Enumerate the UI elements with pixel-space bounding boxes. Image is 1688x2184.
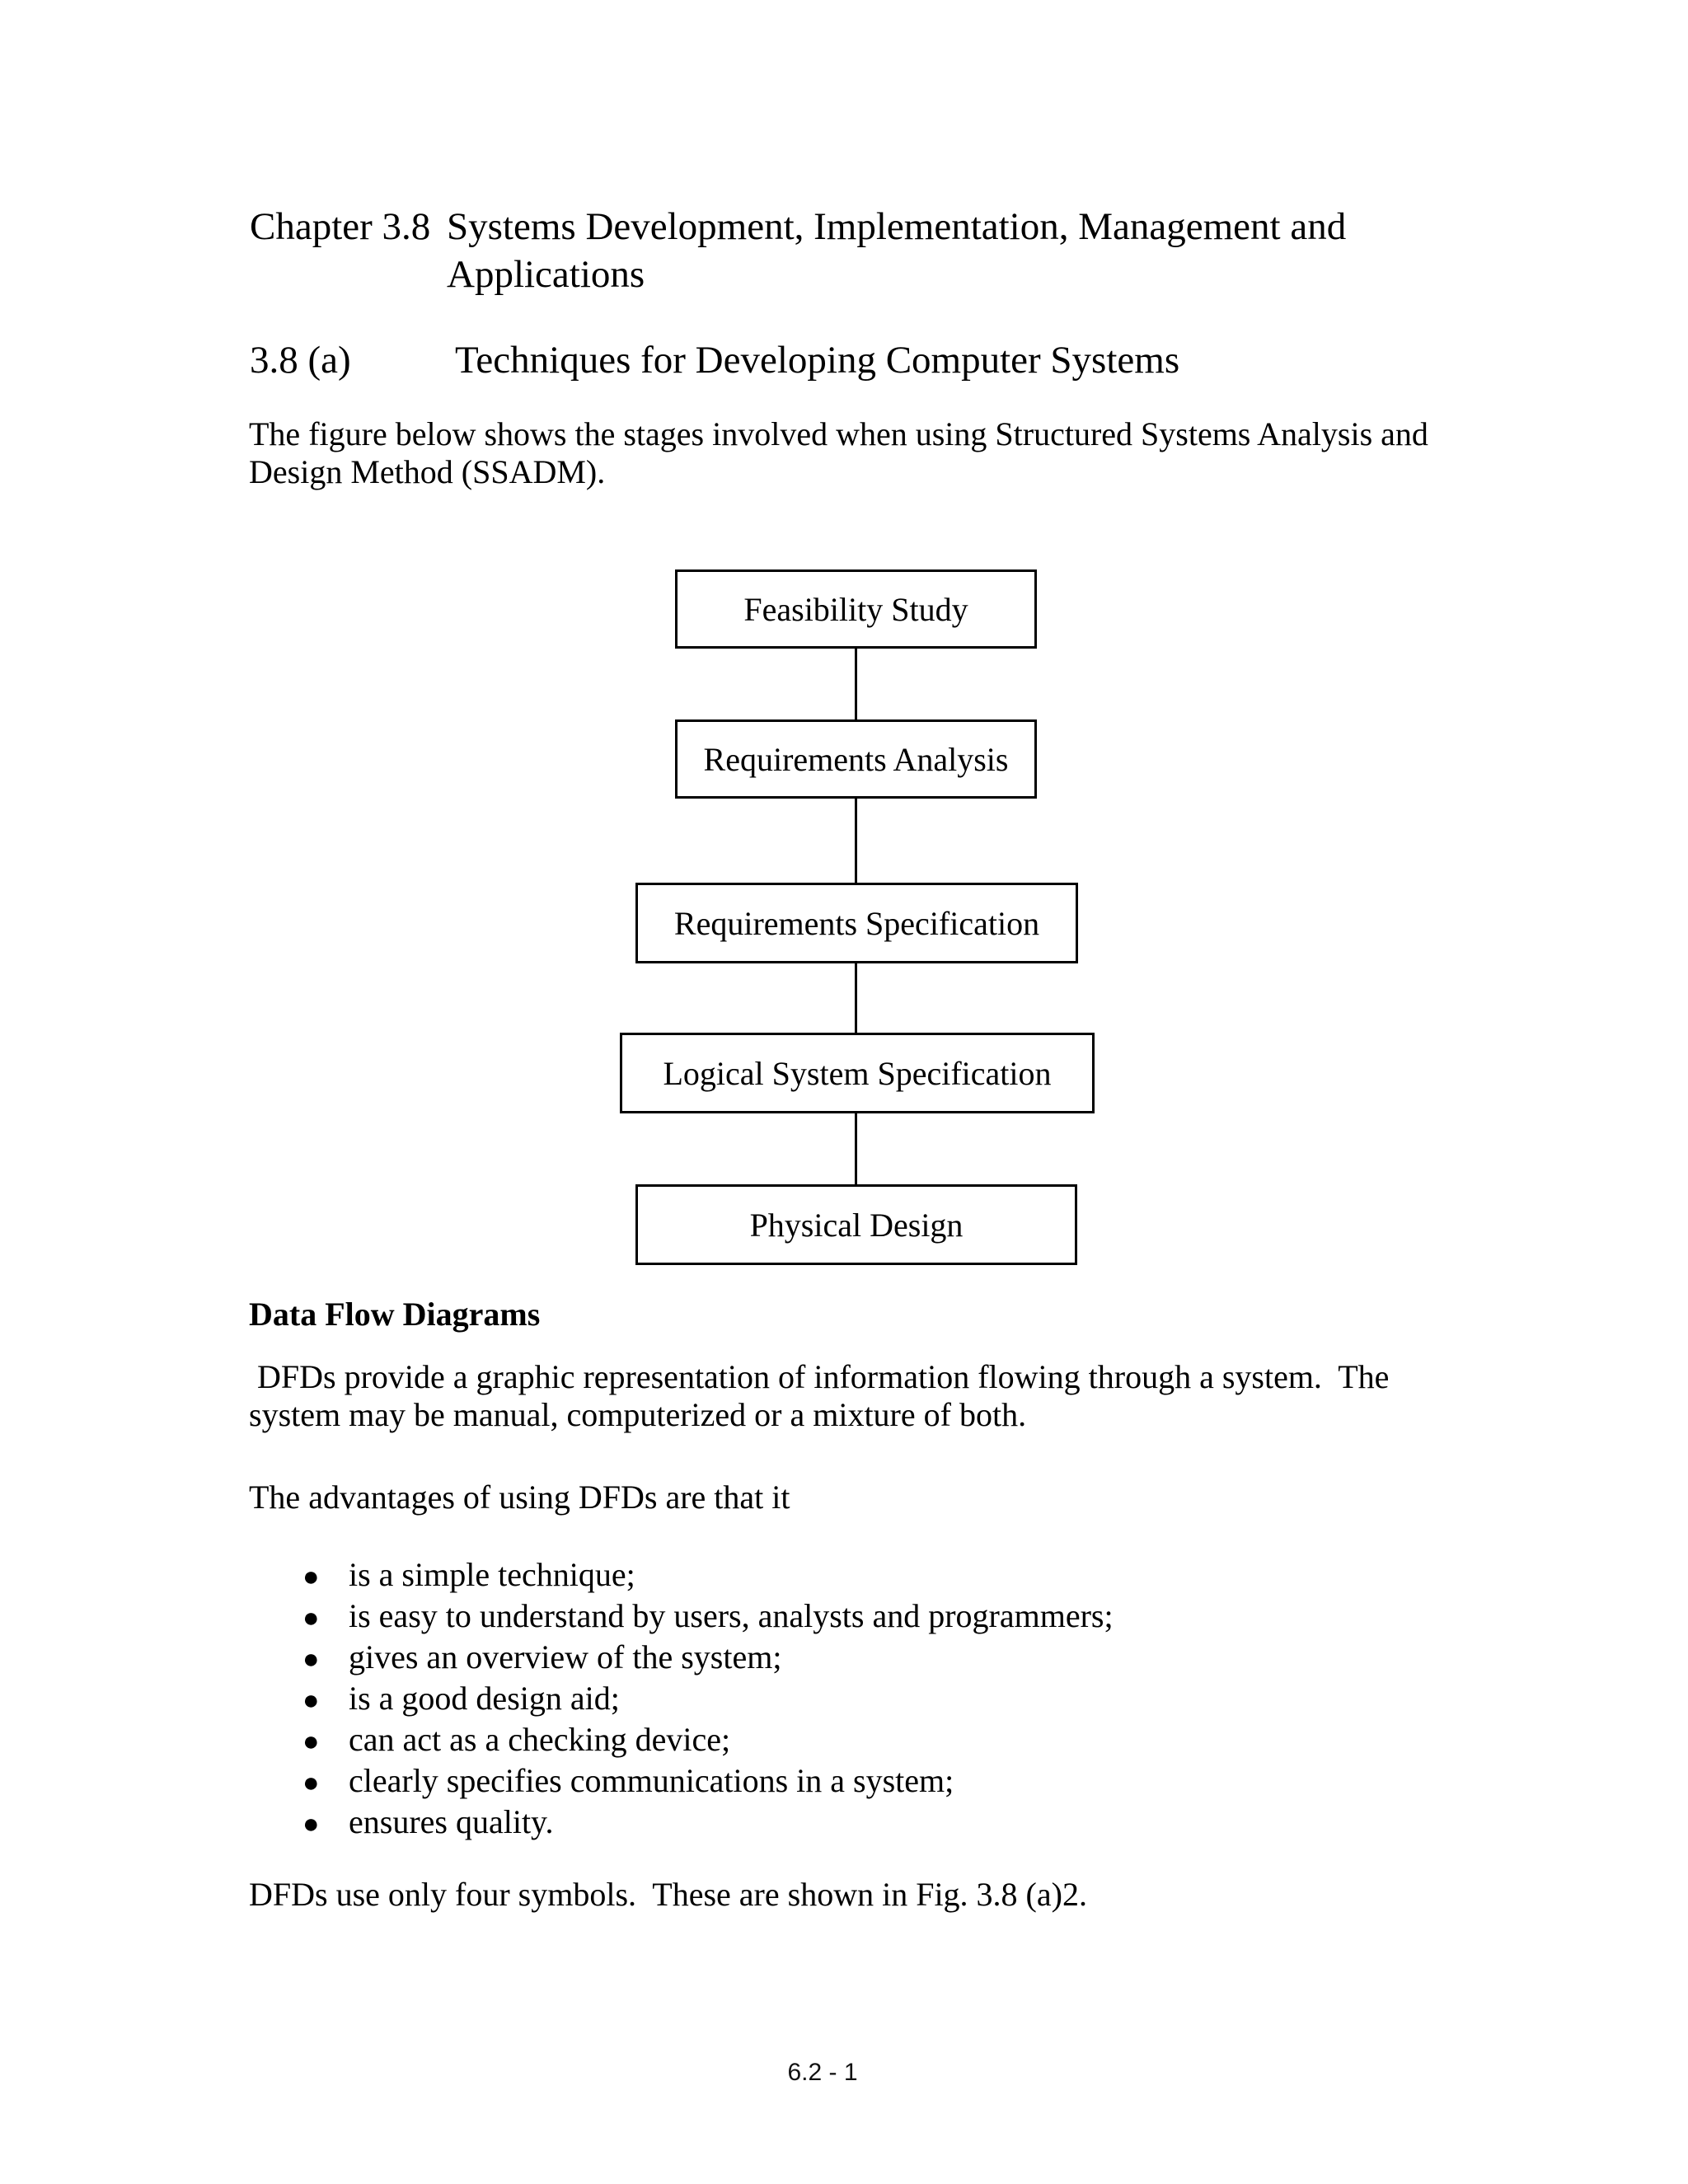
flowchart-connector-1 [855, 649, 857, 719]
list-item: ● is easy to understand by users, analys… [302, 1596, 1456, 1637]
chapter-title-line2: Applications [447, 253, 645, 296]
dfd-section-heading: Data Flow Diagrams [249, 1296, 541, 1333]
dfd-paragraph-1: DFDs provide a graphic representation of… [249, 1358, 1390, 1433]
flowchart-box-label: Requirements Specification [673, 904, 1040, 942]
page-number: 6.2 - 1 [787, 2059, 858, 2086]
bullet-icon: ● [302, 1809, 320, 1840]
list-item-text: gives an overview of the system; [349, 1638, 782, 1675]
bullet-icon: ● [302, 1768, 320, 1798]
bullet-icon: ● [302, 1644, 320, 1675]
list-item-text: is easy to understand by users, analysts… [349, 1597, 1114, 1634]
flowchart-connector-3 [855, 963, 857, 1033]
list-item-text: is a good design aid; [349, 1680, 620, 1717]
list-item: ● clearly specifies communications in a … [302, 1760, 1456, 1802]
flowchart-box-label: Feasibility Study [743, 590, 968, 628]
flowchart-box-physical-design: Physical Design [635, 1184, 1077, 1265]
section-number: 3.8 (a) [250, 339, 351, 382]
flowchart-box-label: Requirements Analysis [703, 740, 1009, 778]
flowchart-connector-4 [855, 1113, 857, 1184]
flowchart-box-requirements-analysis: Requirements Analysis [675, 719, 1037, 799]
bullet-icon: ● [302, 1727, 320, 1757]
flowchart-box-label: Logical System Specification [663, 1054, 1052, 1092]
dfd-closing-paragraph: DFDs use only four symbols. These are sh… [249, 1876, 1087, 1913]
dfd-paragraph-2: The advantages of using DFDs are that it [249, 1479, 790, 1516]
list-item: ● ensures quality. [302, 1802, 1456, 1843]
list-item: ● can act as a checking device; [302, 1719, 1456, 1760]
list-item-text: can act as a checking device; [349, 1721, 731, 1758]
list-item-text: clearly specifies communications in a sy… [349, 1762, 954, 1799]
flowchart-box-label: Physical Design [749, 1206, 964, 1244]
list-item: ● is a good design aid; [302, 1678, 1456, 1719]
section-title: Techniques for Developing Computer Syste… [455, 339, 1180, 382]
list-item-text: ensures quality. [349, 1803, 554, 1840]
bullet-icon: ● [302, 1603, 320, 1633]
list-item-text: is a simple technique; [349, 1556, 635, 1593]
flowchart-box-logical-system-specification: Logical System Specification [620, 1033, 1095, 1113]
dfd-advantages-list: ● is a simple technique; ● is easy to un… [302, 1554, 1456, 1843]
chapter-number: Chapter 3.8 [250, 205, 431, 248]
list-item: ● gives an overview of the system; [302, 1637, 1456, 1678]
bullet-icon: ● [302, 1562, 320, 1592]
flowchart-connector-2 [855, 799, 857, 883]
flowchart-box-feasibility-study: Feasibility Study [675, 569, 1037, 649]
intro-paragraph: The figure below shows the stages involv… [249, 415, 1428, 490]
list-item: ● is a simple technique; [302, 1554, 1456, 1596]
flowchart-box-requirements-specification: Requirements Specification [635, 883, 1078, 963]
bullet-icon: ● [302, 1685, 320, 1716]
chapter-title-line1: Systems Development, Implementation, Man… [447, 205, 1347, 248]
